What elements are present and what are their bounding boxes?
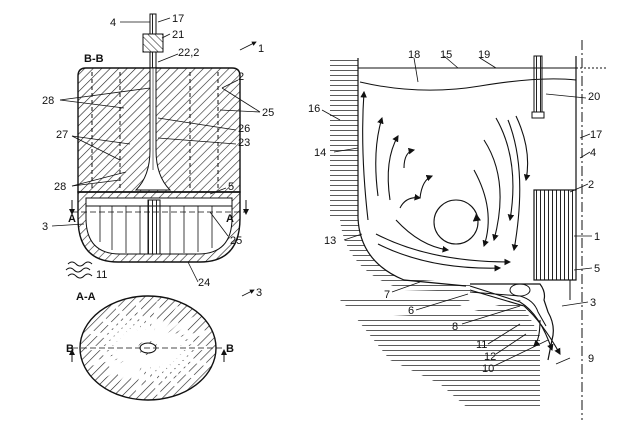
disk-slot	[89, 349, 139, 366]
label-3-disk: 3	[256, 287, 262, 299]
label-16: 16	[308, 103, 320, 115]
cut-label-a-left: A	[68, 213, 76, 225]
probe	[531, 55, 545, 119]
disk-slot	[117, 352, 143, 376]
upper-block	[77, 67, 241, 193]
flow-arrows	[360, 90, 561, 355]
cut-label-a-right: A	[226, 213, 234, 225]
label-22-2: 22,2	[178, 47, 199, 59]
label-18: 18	[408, 49, 420, 61]
label-20: 20	[588, 91, 600, 103]
disk-slot	[153, 320, 179, 344]
disk-slot	[135, 354, 149, 396]
disk-slot	[156, 350, 189, 367]
section-disk	[69, 295, 227, 401]
disk-slot	[157, 347, 194, 356]
right-labels: 18 15 19 16 20 14 17 4 2 13 1 5 7 6 3 8 …	[308, 49, 602, 375]
label-2: 2	[588, 179, 594, 191]
disk-slot	[117, 320, 143, 344]
label-28-top: 28	[42, 95, 54, 107]
disk-slot	[150, 354, 166, 382]
disk-slot	[151, 306, 181, 343]
disk-slot	[107, 329, 140, 346]
nozzle-tube	[142, 13, 164, 69]
label-23: 23	[238, 137, 250, 149]
section-label-bb: B-B	[84, 53, 104, 65]
label-5: 5	[594, 263, 600, 275]
label-7: 7	[384, 289, 390, 301]
label-1: 1	[594, 231, 600, 243]
disk-slot	[156, 329, 189, 346]
label-3: 3	[42, 221, 48, 233]
right-leaders	[321, 55, 593, 367]
outlet	[469, 283, 554, 361]
lower-bowl	[77, 191, 241, 263]
disk-slot	[99, 316, 141, 345]
label-11: 11	[96, 269, 107, 281]
label-10: 10	[482, 363, 494, 375]
right-wall	[569, 40, 583, 420]
cut-line-a	[69, 200, 249, 215]
disk-slot	[151, 353, 181, 390]
label-24: 24	[198, 277, 210, 289]
left-figure: 4 17 21 22,2 1 B-B 2 28 25 26 23 27 28 5…	[42, 13, 274, 401]
label-26: 26	[238, 123, 250, 135]
label-25: 25	[262, 107, 274, 119]
label-1: 1	[258, 43, 264, 55]
left-leaders	[51, 17, 261, 297]
label-6: 6	[408, 305, 414, 317]
label-9: 9	[588, 353, 594, 365]
disk-slot	[130, 354, 146, 382]
label-5: 5	[228, 181, 234, 193]
label-12: 12	[484, 351, 496, 363]
disk-slot	[147, 300, 161, 342]
label-14: 14	[314, 147, 326, 159]
cut-label-b-right: B	[226, 343, 234, 355]
disk-slot	[153, 352, 179, 376]
label-25-lower: 25	[230, 235, 242, 247]
disk-slot	[150, 314, 166, 342]
label-4: 4	[110, 17, 116, 29]
label-27: 27	[56, 129, 68, 141]
disk-slot	[157, 340, 194, 349]
label-21: 21	[172, 29, 184, 41]
disk-slot	[115, 353, 145, 390]
disk-slot	[157, 349, 207, 366]
label-4: 4	[590, 147, 596, 159]
disk-slot	[102, 347, 139, 356]
right-figure: 18 15 19 16 20 14 17 4 2 13 1 5 7 6 3 8 …	[308, 40, 608, 420]
heat-waves	[65, 261, 93, 279]
cut-label-b-left: B	[66, 343, 74, 355]
left-wall	[330, 58, 540, 410]
label-3: 3	[590, 297, 596, 309]
disk-slot	[102, 340, 139, 349]
label-15: 15	[440, 49, 452, 61]
disk-slot	[89, 330, 139, 347]
disk-slot	[115, 306, 145, 343]
left-labels: 4 17 21 22,2 1 B-B 2 28 25 26 23 27 28 5…	[42, 13, 274, 355]
disk-slot	[99, 351, 141, 380]
melt-surface	[358, 67, 608, 91]
disk-slot	[157, 330, 207, 347]
heater-block	[533, 189, 577, 281]
disk-slot	[155, 351, 197, 380]
section-label-aa: A-A	[76, 291, 96, 303]
label-2: 2	[238, 71, 244, 83]
label-28-bottom: 28	[54, 181, 66, 193]
label-17: 17	[172, 13, 184, 25]
label-11: 11	[476, 339, 487, 351]
label-8: 8	[452, 321, 458, 333]
disk-slot	[147, 354, 161, 396]
disk-slot	[155, 316, 197, 345]
label-19: 19	[478, 49, 490, 61]
disk-slot	[135, 300, 149, 342]
label-17: 17	[590, 129, 602, 141]
label-13: 13	[324, 235, 336, 247]
disk-slot	[107, 350, 140, 367]
disk-slot	[130, 314, 146, 342]
